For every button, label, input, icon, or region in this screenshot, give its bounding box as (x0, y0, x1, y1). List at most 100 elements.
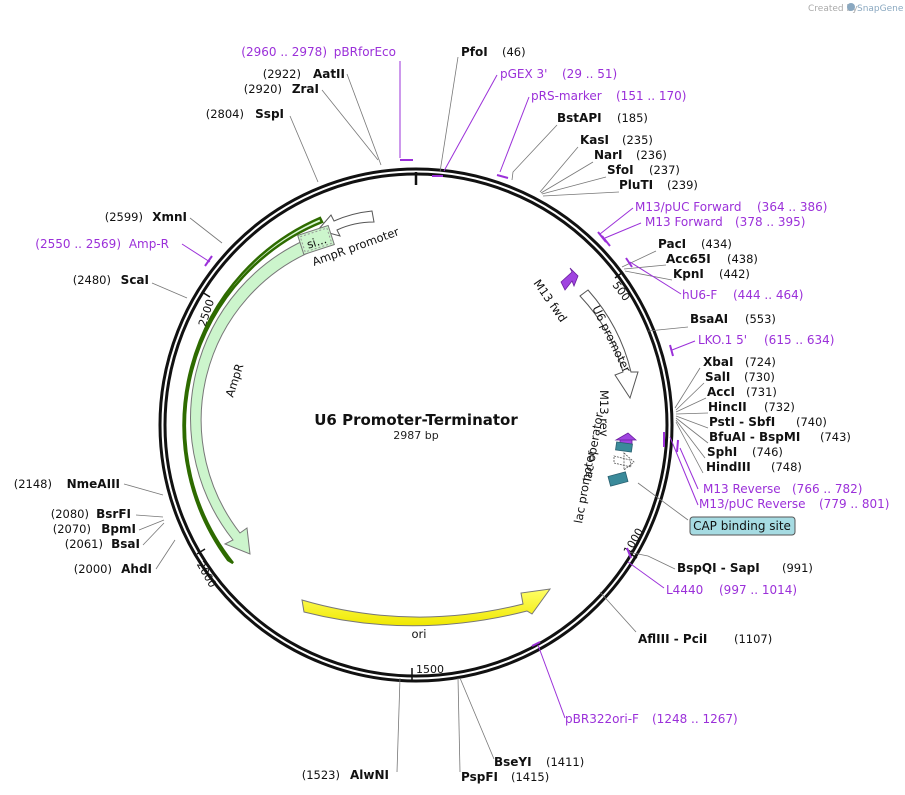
primer-m13-puc-forward[interactable]: M13/pUC Forward (635, 200, 742, 214)
watermark-prefix: Created by (808, 4, 858, 14)
leader-sphi (675, 419, 706, 459)
leader-nari (540, 161, 594, 194)
marker-hu6-f (625, 257, 633, 268)
enzyme-aatii-pos: (2922) (263, 67, 301, 81)
enzyme-pfoi-pos: (46) (502, 45, 526, 59)
enzyme-scai[interactable]: ScaI (121, 273, 149, 287)
enzyme-bsai-pos: (2061) (65, 537, 103, 551)
tick-500-mark (614, 271, 624, 279)
lac-operator-box[interactable] (615, 441, 633, 453)
primer-amp-r[interactable]: Amp-R (129, 237, 169, 251)
snapgene-logo-icon (847, 3, 855, 11)
enzyme-sfoi[interactable]: SfoI (607, 163, 634, 177)
enzyme-bseyi[interactable]: BseYI (494, 755, 532, 769)
enzyme-bstapi[interactable]: BstAPI (557, 111, 602, 125)
enzyme-ahdi[interactable]: AhdI (121, 562, 152, 576)
leader-kasi (539, 146, 579, 193)
enzyme-bspqi-sapi[interactable]: BspQI - SapI (677, 561, 760, 575)
ori-arrow[interactable] (301, 588, 552, 627)
leader-m13-puc-forward (599, 207, 634, 235)
leader-bsai (142, 522, 165, 546)
enzyme-paci[interactable]: PacI (658, 237, 686, 251)
enzyme-aatii[interactable]: AatII (313, 67, 345, 81)
plasmid-name: U6 Promoter-Terminator (314, 411, 518, 429)
primer-hu6-f[interactable]: hU6-F (682, 288, 717, 302)
enzyme-pspfi[interactable]: PspFI (461, 770, 498, 784)
enzyme-sphi[interactable]: SphI (707, 445, 737, 459)
leader-sspi (289, 115, 319, 183)
enzyme-xbai[interactable]: XbaI (703, 355, 733, 369)
enzyme-sspi[interactable]: SspI (255, 107, 284, 121)
enzyme-kasi-pos: (235) (622, 133, 653, 147)
ampr-arrow[interactable] (190, 239, 311, 555)
enzyme-bsai[interactable]: BsaI (111, 537, 140, 551)
cap-binding-site-label: CAP binding site (693, 519, 791, 533)
leader-paci (621, 250, 657, 268)
enzyme-bsrfi[interactable]: BsrFI (96, 507, 131, 521)
enzyme-bseyi-pos: (1411) (546, 755, 584, 769)
enzyme-bpmi-pos: (2070) (53, 522, 91, 536)
enzyme-kpni[interactable]: KpnI (673, 267, 704, 281)
enzyme-sali[interactable]: SalI (705, 370, 730, 384)
leader-m13-puc-reverse (669, 436, 699, 506)
lac-promoter-arrow[interactable] (613, 452, 635, 471)
enzyme-nari[interactable]: NarI (594, 148, 623, 162)
primer-pbrforeco[interactable]: pBRforEco (334, 45, 396, 59)
enzyme-psti-sbfi[interactable]: PstI - SbfI (709, 415, 775, 429)
m13-fwd-arrow[interactable] (560, 267, 579, 291)
enzyme-hindiii[interactable]: HindIII (706, 460, 751, 474)
enzyme-psti-sbfi-pos: (740) (796, 415, 827, 429)
primer-m13-puc-reverse[interactable]: M13/pUC Reverse (699, 497, 806, 511)
leader-amp-r (181, 243, 211, 263)
leader-l4440 (627, 561, 665, 589)
enzyme-hindiii-pos: (748) (771, 460, 802, 474)
leader-kpni (624, 270, 673, 281)
leader-prs-marker (499, 96, 530, 173)
cap-binding-site-box[interactable] (689, 516, 796, 536)
signal-sequence-box[interactable] (297, 224, 335, 256)
enzyme-bsaai[interactable]: BsaAI (690, 312, 728, 326)
enzyme-kpni-pos: (442) (719, 267, 750, 281)
leader-m13-reverse (679, 447, 699, 490)
leader-hindiii (675, 421, 704, 474)
marker-m13-forward (601, 235, 611, 247)
cap-site-box[interactable] (607, 471, 629, 487)
primer-m13-forward[interactable]: M13 Forward (645, 215, 723, 229)
u6-promoter-arrow[interactable] (579, 289, 639, 400)
enzyme-bspqi-sapi-pos: (991) (782, 561, 813, 575)
enzyme-nmeaiii[interactable]: NmeAIII (67, 477, 120, 491)
enzyme-ahdi-pos: (2000) (74, 562, 112, 576)
enzyme-xmni[interactable]: XmnI (152, 210, 187, 224)
primer-pbrforeco-range: (2960 .. 2978) (241, 45, 327, 59)
enzyme-afliii-pcii[interactable]: AflIII - PciI (638, 632, 707, 646)
leader-bsrfi (135, 514, 164, 518)
leader-psti (675, 415, 709, 429)
enzyme-acci[interactable]: AccI (707, 385, 735, 399)
primer-pgex3[interactable]: pGEX 3' (500, 67, 547, 81)
enzyme-pfoi[interactable]: PfoI (461, 45, 488, 59)
primer-lko1[interactable]: LKO.1 5' (698, 333, 747, 347)
enzyme-hincii-pos: (732) (764, 400, 795, 414)
primer-prs-marker[interactable]: pRS-marker (531, 89, 602, 103)
leader-bstapi (511, 124, 558, 181)
enzyme-bfuai-bspmi[interactable]: BfuAI - BspMI (709, 430, 800, 444)
primer-l4440[interactable]: L4440 (666, 583, 703, 597)
tick-label-1500: 1500 (416, 663, 444, 676)
leader-zrai (321, 89, 379, 161)
enzyme-alwni[interactable]: AlwNI (350, 768, 389, 782)
primer-m13-reverse[interactable]: M13 Reverse (703, 482, 781, 496)
enzyme-kasi[interactable]: KasI (580, 133, 609, 147)
primer-pbr322ori-f[interactable]: pBR322ori-F (565, 712, 639, 726)
leader-m13-forward (604, 222, 642, 239)
enzyme-hincii[interactable]: HincII (708, 400, 747, 414)
marker-pbr322ori-f (531, 641, 541, 647)
enzyme-zrai[interactable]: ZraI (292, 82, 319, 96)
enzyme-bpmi[interactable]: BpmI (101, 522, 136, 536)
leader-ahdi (155, 539, 176, 570)
enzyme-acc65i[interactable]: Acc65I (666, 252, 711, 266)
u6-promoter-label: U6 promoter (589, 303, 634, 375)
enzyme-pluti[interactable]: PluTI (619, 178, 653, 192)
marker-m13-reverse (676, 439, 679, 453)
enzyme-nari-pos: (236) (636, 148, 667, 162)
primer-pbr322ori-f-range: (1248 .. 1267) (652, 712, 738, 726)
